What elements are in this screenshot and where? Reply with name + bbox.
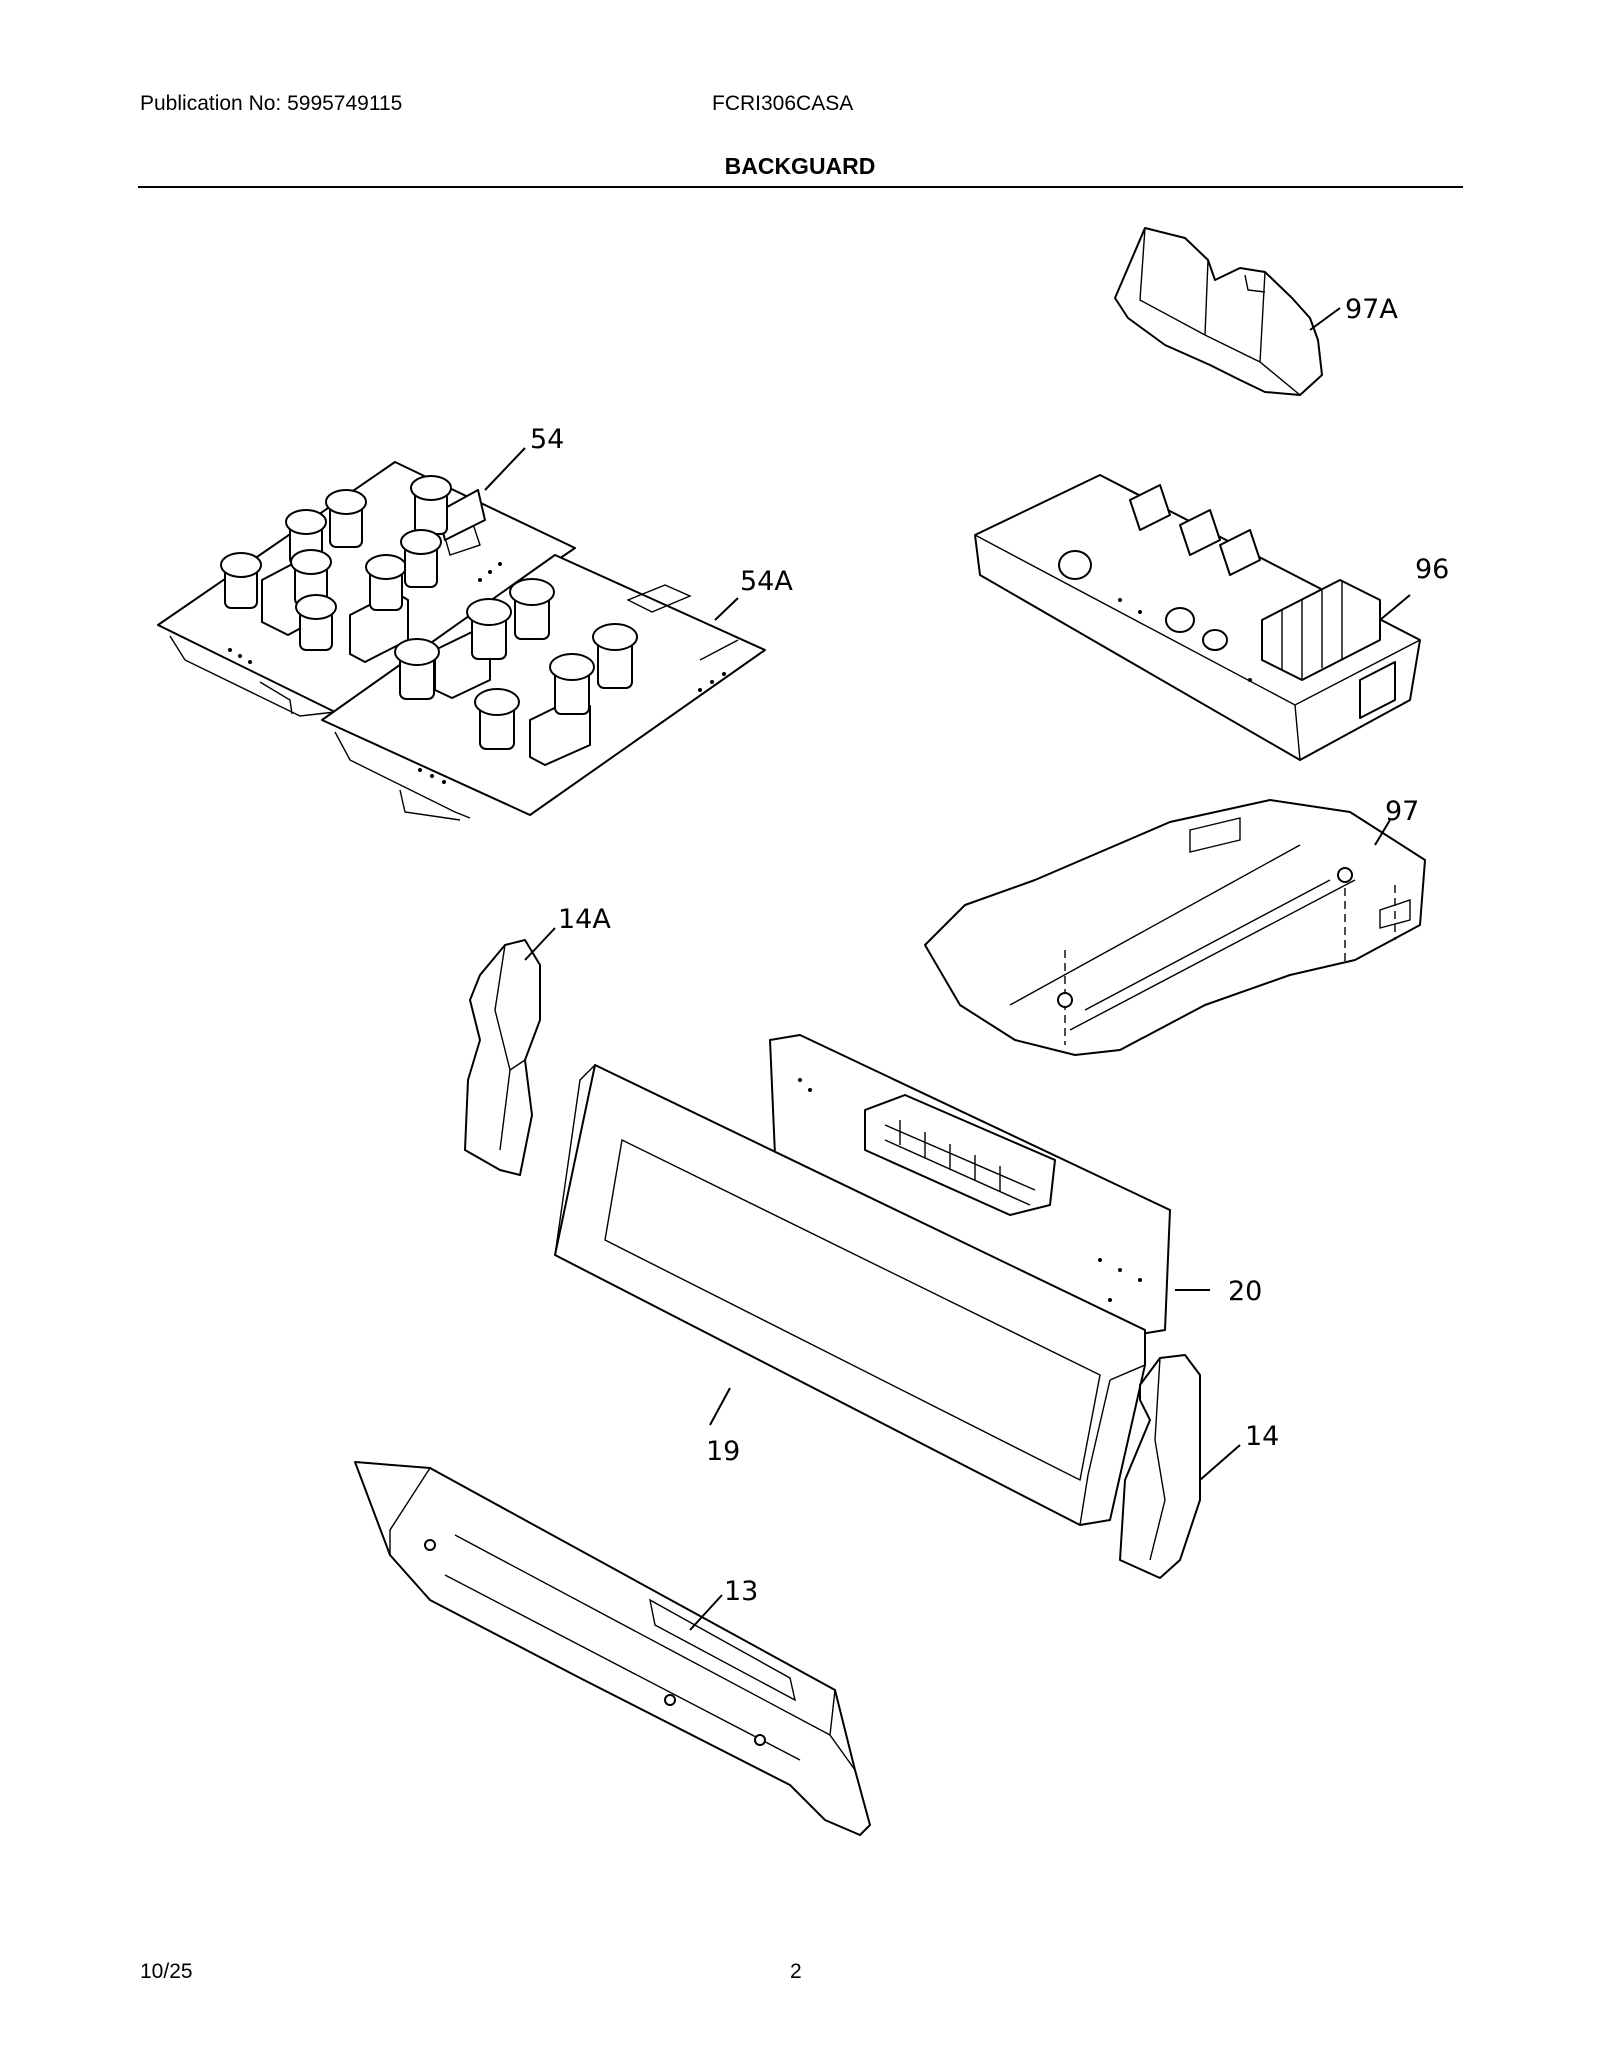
part-13-backguard-base <box>354 1461 871 1836</box>
callout-19: 19 <box>706 1436 740 1467</box>
publication-number: Publication No: 5995749115 <box>140 92 403 115</box>
coil <box>592 623 638 689</box>
callout-13: 13 <box>724 1576 758 1607</box>
leader-97 <box>1374 819 1391 846</box>
callout-54: 54 <box>530 424 564 455</box>
callout-54a: 54A <box>740 566 793 597</box>
part-96-relay-board <box>974 474 1421 761</box>
leader-54a <box>714 597 739 621</box>
part-54-control-board <box>157 461 576 717</box>
coil <box>325 489 367 548</box>
coil <box>295 594 337 651</box>
part-54a-control-board <box>321 554 766 821</box>
part-97a-bracket <box>1114 227 1323 396</box>
coil <box>220 552 262 609</box>
coil <box>400 529 442 588</box>
leader-14 <box>1199 1444 1241 1481</box>
header-rule <box>138 186 1463 188</box>
leader-13 <box>689 1594 723 1631</box>
coil <box>394 638 440 700</box>
part-20-display-board <box>769 1034 1171 1336</box>
coil <box>365 554 407 611</box>
page-number: 2 <box>790 1960 802 1983</box>
model-number: FCRI306CASA <box>712 92 854 115</box>
callout-20: 20 <box>1228 1276 1262 1307</box>
part-97-mounting-plate <box>924 799 1426 1056</box>
part-14a-end-bracket <box>464 939 541 1176</box>
section-title: BACKGUARD <box>724 153 876 179</box>
leader-96 <box>1379 594 1411 621</box>
footer-date: 10/25 <box>140 1960 193 1983</box>
callout-97: 97 <box>1385 796 1419 827</box>
coil <box>466 598 512 660</box>
callout-96: 96 <box>1415 554 1449 585</box>
leader-14a <box>524 927 556 961</box>
callout-14a: 14A <box>558 904 611 935</box>
leader-97a <box>1309 307 1341 331</box>
coil <box>509 578 555 640</box>
leader-19 <box>709 1387 731 1426</box>
coil <box>410 475 452 535</box>
leader-54 <box>484 447 526 491</box>
part-19-control-panel <box>554 1064 1146 1526</box>
coil <box>474 688 520 750</box>
coil <box>549 653 595 715</box>
callout-97a: 97A <box>1345 294 1398 325</box>
part-14-end-bracket <box>1119 1354 1201 1579</box>
callout-14: 14 <box>1245 1421 1279 1452</box>
